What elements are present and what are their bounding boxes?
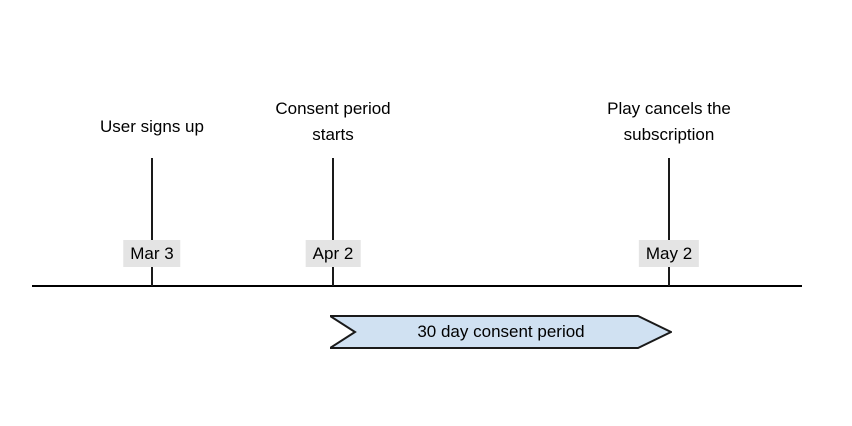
consent-period-banner-shape (330, 315, 672, 349)
consent-period-banner: 30 day consent period (330, 315, 672, 349)
timeline-event-label-line: Play cancels the (607, 99, 731, 118)
timeline-event-label-line: User signs up (100, 117, 204, 136)
timeline-event-label-user-signs-up: User signs up (100, 114, 204, 140)
timeline-date-chip-apr-2: Apr 2 (305, 240, 361, 267)
timeline-tick-user-signs-up (151, 158, 153, 286)
timeline-event-label-line: starts (312, 125, 354, 144)
timeline-axis-line (32, 285, 802, 287)
timeline-event-label-line: subscription (623, 125, 715, 144)
timeline-date-chip-may-2: May 2 (638, 240, 700, 267)
timeline-date-chip-mar-3: Mar 3 (123, 240, 181, 267)
timeline-event-label-consent-period-starts: Consent period starts (275, 96, 390, 148)
timeline-tick-consent-period-starts (332, 158, 334, 286)
timeline-event-label-play-cancels-subscription: Play cancels the subscription (607, 96, 731, 148)
timeline-tick-play-cancels-subscription (668, 158, 670, 286)
timeline-event-label-line: Consent period (275, 99, 391, 118)
